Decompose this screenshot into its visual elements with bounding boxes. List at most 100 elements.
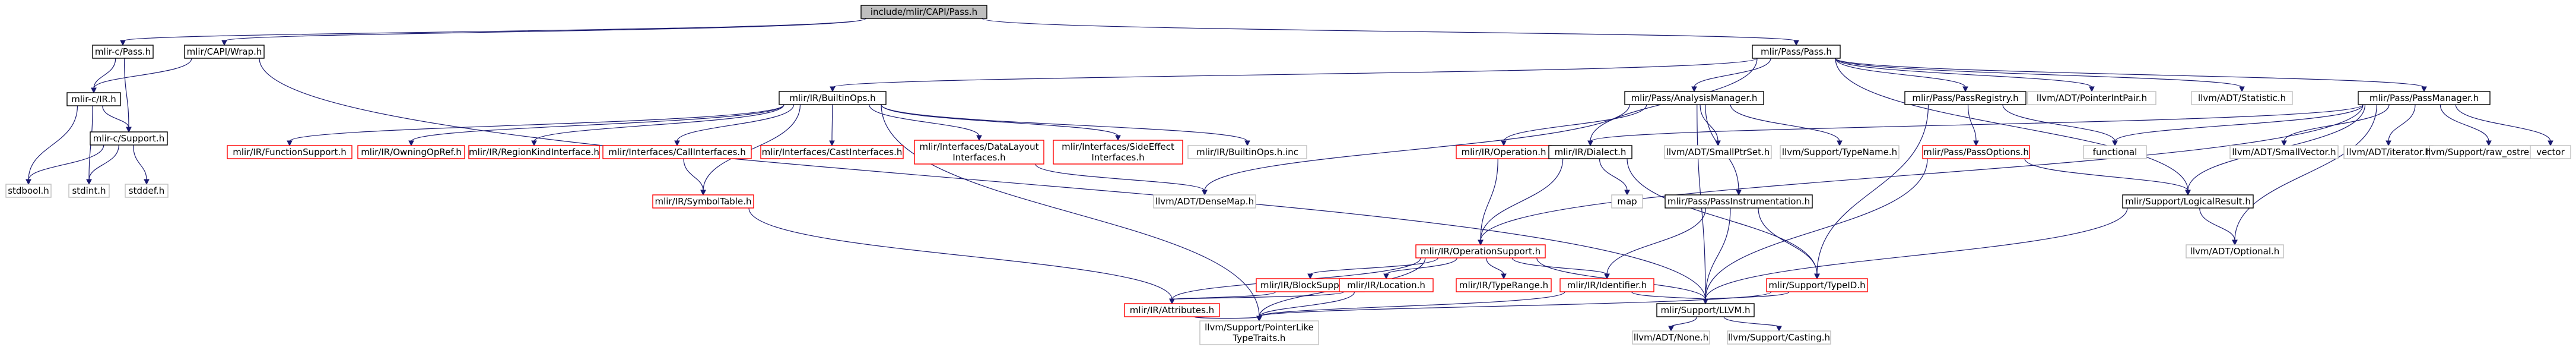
- node-mlir-ir-operationsupport-h[interactable]: mlir/IR/OperationSupport.h: [1415, 244, 1546, 258]
- node-llvm-adt-iterator-h[interactable]: llvm/ADT/iterator.h: [2343, 145, 2434, 159]
- node-label: mlir/Interfaces/CallInterfaces.h: [608, 147, 745, 157]
- node-mlir-ir-functionsupport-h[interactable]: mlir/IR/FunctionSupport.h: [227, 145, 352, 159]
- node-mlir-c-support-h[interactable]: mlir-c/Support.h: [90, 131, 168, 146]
- edge-pass_pass-to-builtinops: [830, 58, 1758, 93]
- edge-line: [1723, 316, 1780, 327]
- node-functional[interactable]: functional: [2083, 145, 2147, 159]
- node-box: [1339, 278, 1434, 292]
- node-llvm-adt-statistic-h[interactable]: llvm/ADT/Statistic.h: [2191, 91, 2293, 105]
- edge-arrowhead: [1115, 135, 1121, 141]
- node-label: llvm/ADT/iterator.h: [2346, 147, 2431, 157]
- edge-line: [28, 105, 78, 181]
- node-mlir-support-logicalresult-h[interactable]: mlir/Support/LogicalResult.h: [2122, 194, 2254, 209]
- node-stdbool-h[interactable]: stdbool.h: [5, 184, 52, 198]
- edge-line: [132, 144, 147, 181]
- node-mlir-pass-analysismanager-h[interactable]: mlir/Pass/AnalysisManager.h: [1624, 91, 1764, 105]
- edge-passregistry-to-passoptions: [1967, 104, 1979, 147]
- node-llvm-support-casting-h[interactable]: llvm/Support/Casting.h: [1727, 330, 1831, 345]
- edge-line: [1835, 58, 2092, 88]
- node-mlir-ir-identifier-h[interactable]: mlir/IR/Identifier.h: [1559, 278, 1654, 292]
- edge-c_ir-to-stdbool: [26, 105, 78, 185]
- edge-arrowhead: [2239, 86, 2245, 93]
- edge-line: [1171, 291, 1345, 300]
- edge-arrowhead: [1604, 273, 1610, 280]
- node-mlir-pass-passregistry-h[interactable]: mlir/Pass/PassRegistry.h: [1904, 91, 2027, 105]
- node-label: Interfaces.h: [952, 152, 1005, 163]
- node-llvm-adt-smallptrset-h[interactable]: llvm/ADT/SmallPtrSet.h: [1664, 145, 1772, 159]
- node-label: stdbool.h: [8, 185, 49, 196]
- node-label: stddef.h: [129, 185, 164, 196]
- edge-c_ir-to-c_support: [102, 105, 132, 133]
- edge-logicalresult-to-optional: [2199, 207, 2238, 246]
- node-llvm-adt-none-h[interactable]: llvm/ADT/None.h: [1632, 330, 1710, 345]
- node-box: [2358, 91, 2491, 105]
- node-label: mlir/IR/Identifier.h: [1567, 280, 1647, 291]
- edge-line: [881, 104, 1119, 137]
- node-mlir-ir-dialect-h[interactable]: mlir/IR/Dialect.h: [1548, 145, 1632, 159]
- node-llvm-adt-optional-h[interactable]: llvm/ADT/Optional.h: [2186, 244, 2284, 258]
- edge-arrowhead: [91, 87, 97, 94]
- node-label: TypeTraits.h: [1233, 333, 1286, 343]
- node-llvm-adt-pointerintpair-h[interactable]: llvm/ADT/PointerIntPair.h: [2027, 91, 2156, 105]
- node-mlir-ir-blocksupport-h[interactable]: mlir/IR/BlockSupport.h: [1256, 278, 1365, 292]
- node-stdint-h[interactable]: stdint.h: [68, 184, 110, 198]
- edge-passmanager-to-raw_ostream: [2440, 104, 2492, 147]
- node-label: llvm/ADT/SmallPtrSet.h: [1666, 147, 1770, 157]
- edge-c_support-to-stdbool: [26, 144, 104, 185]
- node-llvm-adt-densemap-h[interactable]: llvm/ADT/DenseMap.h: [1153, 194, 1256, 209]
- node-label: mlir/IR/OwningOpRef.h: [361, 147, 462, 157]
- edge-dialect-to-typeid: [1627, 158, 1820, 280]
- edge-line: [1310, 257, 1438, 275]
- edge-pass_pass-to-pointerintpair: [1835, 58, 2095, 93]
- node-mlir-ir-attributes-h[interactable]: mlir/IR/Attributes.h: [1124, 303, 1220, 317]
- edge-arrowhead: [1169, 298, 1175, 305]
- node-stddef-h[interactable]: stddef.h: [125, 184, 169, 198]
- node-mlir-ir-location-h[interactable]: mlir/IR/Location.h: [1339, 278, 1434, 292]
- node-mlir-pass-pass-h[interactable]: mlir/Pass/Pass.h: [1752, 45, 1841, 59]
- node-label: llvm/ADT/SmallVector.h: [2232, 147, 2336, 157]
- edge-root-to-pass_pass: [982, 18, 1799, 46]
- node-mlir-ir-owningopref-h[interactable]: mlir/IR/OwningOpRef.h: [357, 145, 465, 159]
- node-mlir-interfaces-castinterfaces-h[interactable]: mlir/Interfaces/CastInterfaces.h: [760, 145, 904, 159]
- node-llvm-adt-smallvector-h[interactable]: llvm/ADT/SmallVector.h: [2229, 145, 2339, 159]
- node-mlir-ir-operation-h[interactable]: mlir/IR/Operation.h: [1456, 145, 1552, 159]
- node-label: mlir/IR/Dialect.h: [1555, 147, 1627, 157]
- node-mlir-pass-passmanager-h[interactable]: mlir/Pass/PassManager.h: [2358, 91, 2491, 105]
- edge-passinstrumentation-to-identifier: [1604, 207, 1707, 280]
- node-mlir-interfaces-callinterfaces-h[interactable]: mlir/Interfaces/CallInterfaces.h: [602, 145, 752, 159]
- edge-line: [2388, 104, 2416, 142]
- edge-passmanager-to-functional: [2112, 104, 2364, 147]
- node-box: [227, 145, 352, 159]
- edge-line: [748, 207, 1173, 300]
- edge-arrowhead: [531, 140, 537, 147]
- node-label: mlir/IR/BlockSupport.h: [1260, 280, 1360, 291]
- node-mlir-pass-passinstrumentation-h[interactable]: mlir/Pass/PassInstrumentation.h: [1665, 194, 1813, 209]
- edge-arrowhead: [144, 179, 150, 185]
- edge-builtinops-to-regionkind: [531, 104, 784, 147]
- node-mlir-c-pass-h[interactable]: mlir-c/Pass.h: [92, 45, 154, 59]
- node-vector[interactable]: vector: [2530, 145, 2571, 159]
- node-llvm-support-typename-h[interactable]: llvm/Support/TypeName.h: [1780, 145, 1900, 159]
- node-mlir-ir-typerange-h[interactable]: mlir/IR/TypeRange.h: [1456, 278, 1552, 292]
- node-label: llvm/ADT/None.h: [1634, 332, 1708, 343]
- node-mlir-c-ir-h[interactable]: mlir-c/IR.h: [66, 92, 121, 106]
- edge-callinterfaces-to-symboltable: [683, 158, 706, 196]
- node-box: [1727, 330, 1831, 345]
- node-mlir-capi-wrap-h[interactable]: mlir/CAPI/Wrap.h: [184, 45, 265, 59]
- node-label: llvm/Support/Casting.h: [1728, 332, 1830, 343]
- node-mlir-support-typeid-h[interactable]: mlir/Support/TypeID.h: [1766, 278, 1868, 292]
- node-llvm-support-raw-ostream-h[interactable]: llvm/Support/raw_ostream.h: [2426, 145, 2552, 159]
- edge-builtinops-to-owningopref: [408, 104, 784, 147]
- node-mlir-pass-passoptions-h[interactable]: mlir/Pass/PassOptions.h: [1922, 145, 2030, 159]
- node-mlir-ir-symboltable-h[interactable]: mlir/IR/SymbolTable.h: [652, 194, 754, 209]
- node-mlir-support-llvm-h[interactable]: mlir/Support/LLVM.h: [1656, 303, 1755, 317]
- edge-line: [1259, 291, 1565, 317]
- node-box: [2229, 145, 2339, 159]
- node-map[interactable]: map: [1611, 194, 1643, 209]
- node-mlir-ir-builtinops-h[interactable]: mlir/IR/BuiltinOps.h: [779, 91, 887, 105]
- node-mlir-ir-regionkindinterface-h[interactable]: mlir/IR/RegionKindInterface.h: [468, 145, 600, 159]
- node-mlir-ir-builtinops-h-inc[interactable]: mlir/IR/BuiltinOps.h.inc: [1187, 145, 1307, 159]
